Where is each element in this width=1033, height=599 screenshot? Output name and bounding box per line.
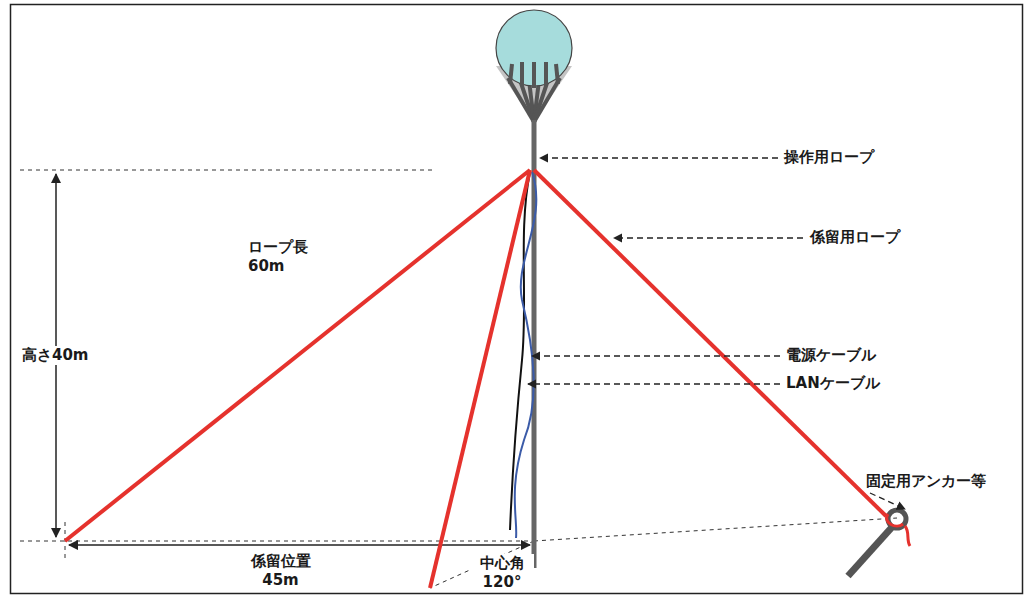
leader-lines bbox=[528, 158, 905, 509]
dimension-label: 高さ40m bbox=[20, 346, 91, 365]
balloon bbox=[496, 10, 572, 122]
dimension-label: 係留位置 45m bbox=[246, 552, 315, 590]
cable-label: LANケーブル bbox=[786, 374, 880, 393]
frame bbox=[11, 5, 1023, 594]
angle-label: 中心角 120° bbox=[470, 554, 534, 592]
anchor bbox=[848, 510, 910, 576]
dimension-label: ロープ長 60m bbox=[248, 238, 314, 276]
mooring-ropes bbox=[65, 170, 886, 588]
cable-label: 電源ケーブル bbox=[786, 346, 876, 365]
reference-lines bbox=[20, 170, 897, 588]
rope-label: 操作用ロープ bbox=[784, 148, 874, 167]
rope-label: 係留用ロープ bbox=[810, 228, 900, 247]
power-cable bbox=[510, 172, 530, 530]
anchor-label: 固定用アンカー等 bbox=[866, 472, 986, 491]
